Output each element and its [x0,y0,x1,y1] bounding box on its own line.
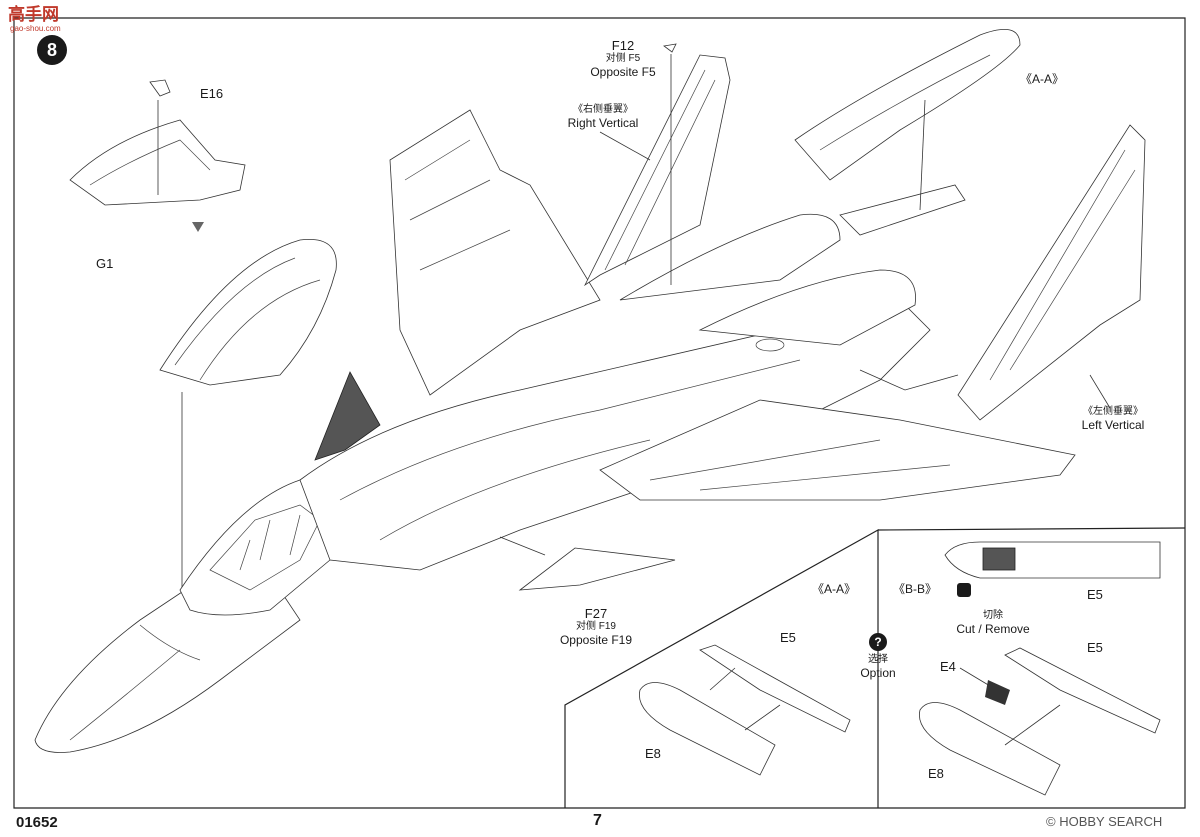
callout-left-vertical-en: Left Vertical [1081,418,1145,432]
inset-bb-cut-cn: 切除 [983,610,1003,621]
callout-right-vertical-en: Right Vertical [567,116,639,130]
page-frame [13,17,1186,809]
inset-bb-e5-top: E5 [1087,587,1103,602]
part-e16 [149,79,171,97]
right-vertical-tail [583,43,731,287]
callout-g1: G1 [96,256,114,271]
inset-frame [564,527,1186,808]
inset-bb-e8: E8 [928,766,944,781]
option-icon [869,633,887,651]
callout-f12: F12 对侧 F5 Opposite F5 [580,38,666,79]
inset-aa-title: 《A-A》 [812,582,857,596]
callout-left-vertical-cn: 《左侧垂翼》 [1083,406,1143,417]
inset-bb-parts [869,541,1161,796]
part-e5-bb [1004,647,1161,734]
step-badge [37,35,67,65]
watermark: © HOBBY SEARCH [1046,814,1162,830]
callout-aa-top: 《A-A》 [1020,72,1065,86]
site-logo: 高手网 [8,5,59,24]
watermark-text: HOBBY SEARCH [1059,814,1163,829]
callout-f27-cn: 对侧 F19 [575,621,616,632]
inset-bb-e5: E5 [1087,640,1103,655]
part-f12 [663,43,677,53]
left-vertical-tail [859,124,1146,421]
strake-f27 [499,536,676,591]
canopy-glass [159,238,337,605]
inset-bb-title: 《B-B》 [893,582,938,596]
part-e5-aa [699,644,851,733]
inset-bb-cut-remove: 切除 Cut / Remove [948,610,1038,636]
option-icon-glyph: ? [874,635,882,649]
callout-f27: F27 对侧 F19 Opposite F19 [552,606,640,647]
watermark-mark: © [1046,814,1056,829]
pod-aa-top [794,28,1021,211]
callout-left-vertical: 《左侧垂翼》 Left Vertical [1068,406,1158,432]
part-e8-bb [918,702,1061,796]
cut-remove-icon [957,583,971,597]
callout-e16: E16 [200,86,224,101]
inset-bb-cut-en: Cut / Remove [956,622,1030,636]
part-e8-aa [638,682,776,776]
callout-f12-code: F12 [611,38,635,53]
arrow-down-icon [192,222,204,232]
aircraft-airframe [34,109,1076,753]
inset-bb-option: 选择 Option [853,654,903,680]
site-logo-url: gao-shou.com [10,24,61,33]
callout-f12-en: Opposite F5 [590,65,656,79]
part-e4 [985,680,1010,705]
callout-right-vertical-cn: 《右侧垂翼》 [573,104,633,115]
inset-bb-option-en: Option [860,666,896,680]
canopy-frame-g1 [69,79,246,206]
callout-right-vertical: 《右侧垂翼》 Right Vertical [548,104,658,130]
callout-f27-code: F27 [584,606,608,621]
callout-f27-en: Opposite F19 [559,633,633,647]
step-number: 8 [46,40,57,60]
product-code: 01652 [16,814,58,831]
inset-bb-e4: E4 [940,659,956,674]
page-number: 7 [593,812,602,829]
callout-f12-cn: 对侧 F5 [605,53,641,64]
inset-aa-e5: E5 [780,630,796,645]
inset-bb-option-cn: 选择 [868,654,888,665]
inset-aa-parts [638,644,851,776]
inset-aa-e8: E8 [645,746,661,761]
part-e5-bb-top [944,541,1161,579]
